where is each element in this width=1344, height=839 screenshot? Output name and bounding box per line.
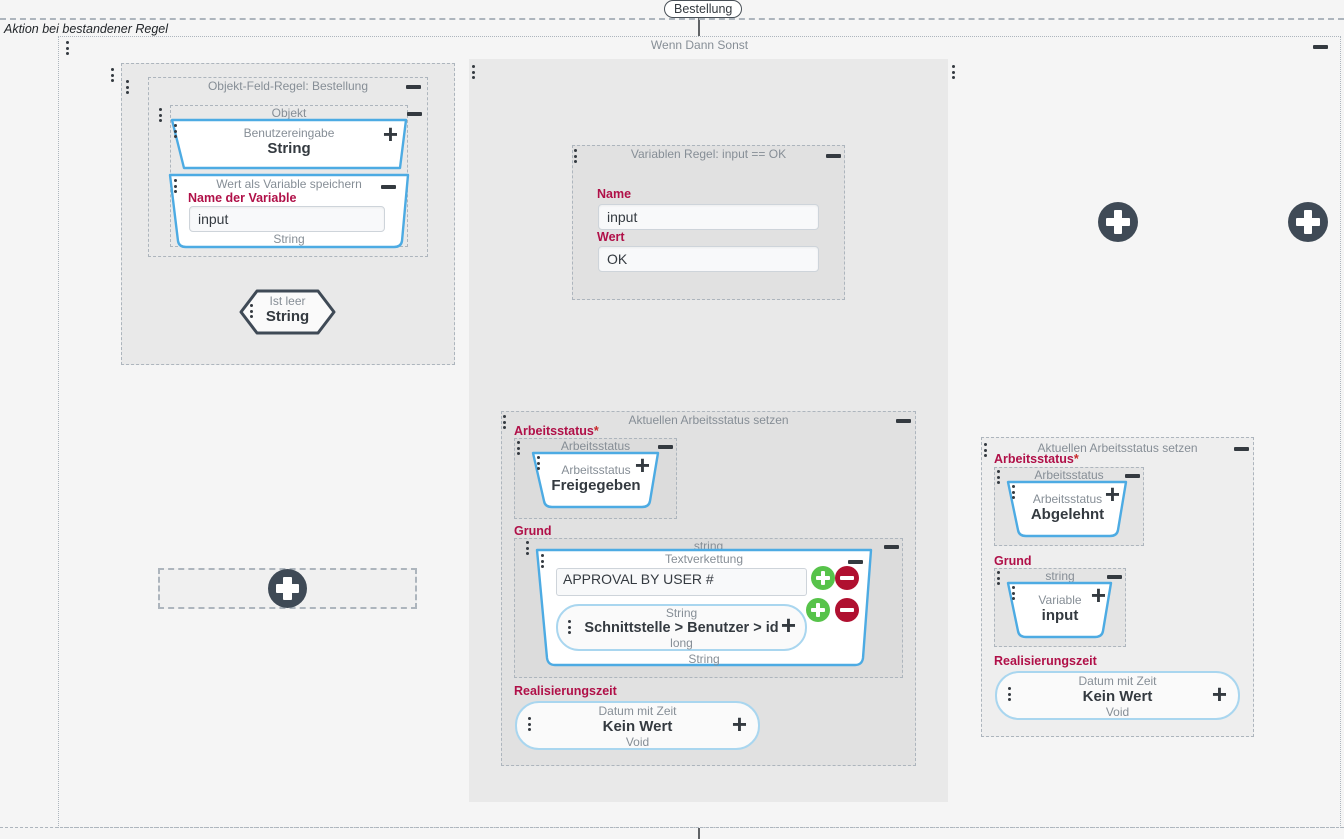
variable-name-label: Name der Variable [188,191,297,205]
add-user-input-button[interactable]: + [382,119,398,149]
drag-handle-grund-else[interactable] [1012,586,1016,602]
add-realisierungszeit-then-button[interactable]: + [731,709,747,739]
grund-type-label-else: Variable [1038,593,1082,607]
textverkettung-row2-type-label: String [665,606,698,620]
drag-handle-object-field-rule[interactable] [126,80,130,96]
drag-handle-if-then-else[interactable] [66,41,70,57]
remove-text-row-button-2[interactable] [835,598,859,622]
user-input-value: String [267,140,311,157]
arbeitsstatus-value-then: Freigegeben [551,477,641,494]
variable-rule-name-label: Name [597,187,632,201]
arbeitsstatus-type-label-then: Arbeitsstatus [561,463,631,477]
add-arbeitsstatus-else-button[interactable]: + [1104,479,1120,509]
grund-label-then: Grund [514,524,552,538]
realisierungszeit-footer-type-else: Void [1105,705,1130,719]
remove-text-row-button-1[interactable] [835,566,859,590]
drag-handle-is-empty[interactable] [250,304,254,320]
drag-handle-arbeitsstatus-else[interactable] [1012,485,1016,501]
drag-handle-store-variable[interactable] [174,179,178,195]
add-realisierungszeit-else-button[interactable]: + [1211,679,1227,709]
arbeitsstatus-value-else: Abgelehnt [1030,506,1105,523]
drag-handle-condition-container[interactable] [111,68,115,84]
realisierungszeit-type-label-else: Datum mit Zeit [1078,674,1157,688]
section-divider [0,18,1344,20]
textverkettung-text-input[interactable]: APPROVAL BY USER # [556,568,807,596]
add-grund-else-button[interactable]: + [1090,580,1106,610]
store-variable-footer-type: String [273,232,305,246]
collapse-store-variable-button[interactable] [381,185,396,189]
drag-handle-else-branch[interactable] [952,65,956,81]
drag-handle-variable-rule[interactable] [574,149,578,165]
realisierungszeit-value-else: Kein Wert [1082,688,1153,705]
collapse-arbeitsstatus-group-then-button[interactable] [658,445,673,449]
drag-handle-objekt-group[interactable] [159,108,163,124]
drag-handle-grund-group-then[interactable] [526,541,530,557]
realisierungszeit-footer-type-then: Void [625,735,650,749]
grund-label-else: Grund [994,554,1032,568]
add-node-plus-icon-1[interactable] [1098,202,1138,242]
drag-handle-set-status-else[interactable] [984,443,988,459]
object-type-badge[interactable]: Bestellung [664,0,743,18]
add-textverkettung-row2-button[interactable]: + [780,610,796,640]
collapse-textverkettung-button[interactable] [848,560,863,564]
drag-handle-arbeitsstatus-group-else[interactable] [997,470,1001,486]
collapse-grund-group-else-button[interactable] [1107,575,1122,579]
collapse-grund-group-then-button[interactable] [884,545,899,549]
store-variable-widget[interactable]: Wert als Variable speichern Name der Var… [166,173,412,249]
textverkettung-footer-type: String [688,652,720,666]
variable-rule-wert-label: Wert [597,230,625,244]
drag-handle-user-input[interactable] [174,124,178,140]
arbeitsstatus-label-then: Arbeitsstatus* [514,424,599,438]
variable-rule-wert-input[interactable] [598,246,819,272]
realisierungszeit-widget-then[interactable]: Datum mit Zeit Kein Wert Void + [514,700,761,751]
realisierungszeit-label-then: Realisierungszeit [514,684,617,698]
add-node-plus-icon-2[interactable] [1288,202,1328,242]
arbeitsstatus-label-else: Arbeitsstatus* [994,452,1079,466]
arbeitsstatus-widget-then[interactable]: Arbeitsstatus Freigegeben + [530,451,662,509]
textverkettung-row2-value: Schnittstelle > Benutzer > id [584,620,779,636]
add-text-row-button-2[interactable] [806,598,830,622]
add-text-row-button-1[interactable] [811,566,835,590]
object-field-rule-box[interactable] [148,77,428,257]
drag-handle-set-status-then[interactable] [503,415,507,431]
is-empty-node[interactable]: Ist leer String [239,289,336,335]
section-label: Aktion bei bestandener Regel [4,22,169,36]
user-input-widget[interactable]: Benutzereingabe String + [168,118,410,170]
drag-handle-realisierungszeit-then[interactable] [528,717,532,733]
drag-handle-grund-group-else[interactable] [997,571,1001,587]
user-input-type-label: Benutzereingabe [243,126,335,140]
collapse-if-then-else-button[interactable] [1313,45,1328,49]
collapse-object-field-rule-button[interactable] [406,85,421,89]
drag-handle-arbeitsstatus-then[interactable] [537,456,541,472]
add-arbeitsstatus-then-button[interactable]: + [634,450,650,480]
realisierungszeit-label-else: Realisierungszeit [994,654,1097,668]
is-empty-type-label: Ist leer [269,294,306,308]
add-action-plus-icon[interactable] [268,569,307,608]
textverkettung-widget[interactable]: Textverkettung APPROVAL BY USER # String… [533,548,875,668]
is-empty-value: String [265,308,310,325]
arbeitsstatus-type-label-else: Arbeitsstatus [1032,492,1103,506]
realisierungszeit-type-label-then: Datum mit Zeit [598,704,677,718]
variable-rule-name-input[interactable] [598,204,819,230]
collapse-set-status-then-button[interactable] [896,419,911,423]
drag-handle-textverkettung[interactable] [541,554,545,570]
bottom-divider [0,827,1344,828]
drag-handle-then-branch[interactable] [472,65,476,81]
drag-handle-arbeitsstatus-group-then[interactable] [517,441,521,457]
collapse-arbeitsstatus-group-else-button[interactable] [1125,474,1140,478]
drag-handle-textverkettung-row2[interactable] [568,620,572,636]
textverkettung-row2-widget[interactable]: String Schnittstelle > Benutzer > id lon… [555,603,808,652]
collapse-variable-rule-button[interactable] [826,154,841,158]
realisierungszeit-value-then: Kein Wert [602,718,673,735]
collapse-objekt-group-button[interactable] [407,112,422,116]
grund-value-else: input [1041,607,1079,624]
drag-handle-realisierungszeit-else[interactable] [1008,687,1012,703]
arbeitsstatus-widget-else[interactable]: Arbeitsstatus Abgelehnt + [1005,480,1130,538]
collapse-set-status-else-button[interactable] [1234,447,1249,451]
variable-name-input[interactable] [189,206,385,232]
realisierungszeit-widget-else[interactable]: Datum mit Zeit Kein Wert Void + [994,670,1241,721]
grund-widget-else[interactable]: Variable input + [1005,581,1115,639]
textverkettung-row2-footer-type: long [670,636,693,650]
